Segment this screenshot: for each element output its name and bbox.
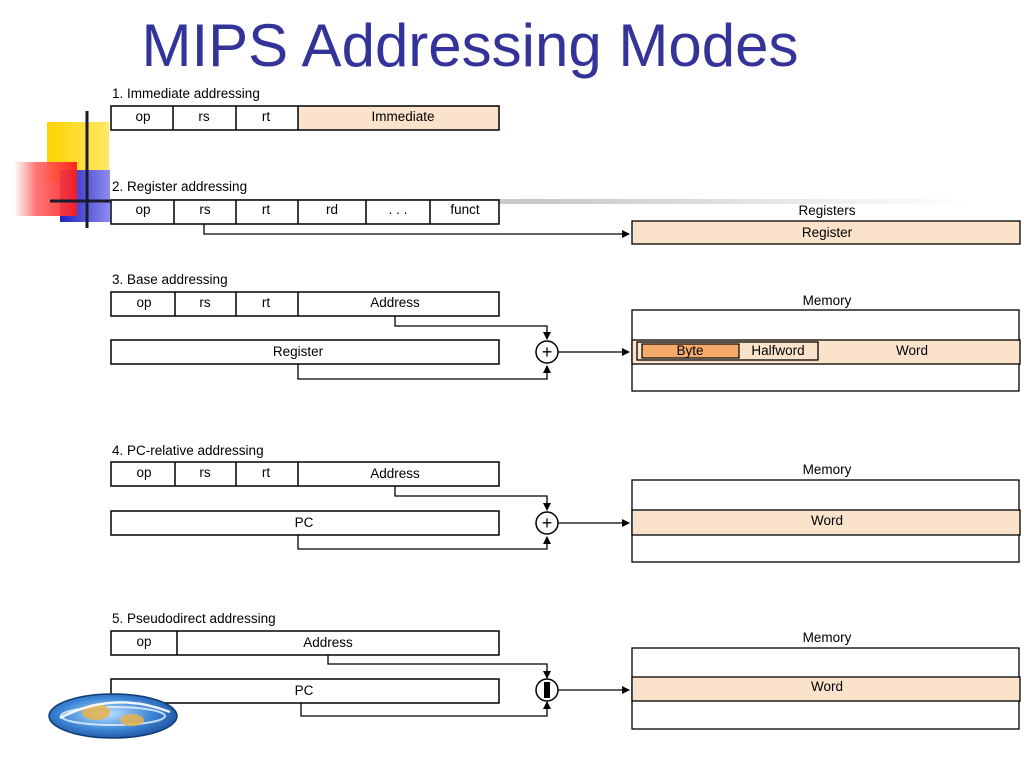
field-immediate: Immediate xyxy=(371,109,434,124)
mode-heading: 1. Immediate addressing xyxy=(112,86,260,101)
register-box xyxy=(110,339,500,365)
register-box-label: Register xyxy=(273,344,324,359)
university-globe-logo xyxy=(48,693,178,739)
register-cell-label: Register xyxy=(802,225,853,240)
deco-red-square xyxy=(14,162,77,216)
memory-word-row xyxy=(631,676,1021,702)
mode-heading: 3. Base addressing xyxy=(112,272,228,287)
mode-heading: 5. Pseudodirect addressing xyxy=(112,611,276,626)
adder-plus-icon: + xyxy=(542,513,553,533)
registers-title: Registers xyxy=(798,203,855,218)
address-to-concat-arrow xyxy=(327,655,551,679)
memory-title: Memory xyxy=(803,293,852,308)
pc-box xyxy=(110,510,500,536)
field-rd: rd xyxy=(326,202,338,217)
instruction-format xyxy=(110,291,500,317)
adder-plus-icon: + xyxy=(542,342,553,362)
mode-pc-relative: 4. PC-relative addressing op rs rt Addre… xyxy=(110,443,1021,563)
register-cell xyxy=(631,220,1021,245)
field-rt: rt xyxy=(262,202,270,217)
pc-to-concat-arrow xyxy=(300,701,551,717)
mode-immediate: 1. Immediate addressing op rs rt Immedia… xyxy=(110,86,500,131)
pc-to-adder-arrow xyxy=(297,535,551,550)
field-ellipsis: . . . xyxy=(389,202,408,217)
word-label: Word xyxy=(811,679,843,694)
word-label: Word xyxy=(811,513,843,528)
address-to-adder-arrow xyxy=(394,486,551,511)
immediate-field-fill xyxy=(298,106,499,130)
register-to-adder-arrow xyxy=(297,364,551,380)
mode-register: 2. Register addressing op rs rt rd . . .… xyxy=(110,179,1021,245)
instruction-format xyxy=(110,199,500,225)
address-to-adder-arrow xyxy=(394,316,551,340)
field-funct: funct xyxy=(450,202,480,217)
field-rt: rt xyxy=(262,465,270,480)
mode-base: 3. Base addressing op rs rt Address Regi… xyxy=(110,272,1021,392)
mode-heading: 4. PC-relative addressing xyxy=(112,443,264,458)
field-op: op xyxy=(136,295,151,310)
byte-box xyxy=(641,343,740,359)
slide-title: MIPS Addressing Modes xyxy=(141,12,799,79)
pc-box-label: PC xyxy=(295,683,314,698)
mode-pseudodirect: 5. Pseudodirect addressing op Address PC… xyxy=(110,611,1021,730)
field-address: Address xyxy=(303,635,353,650)
field-op: op xyxy=(136,634,151,649)
field-address: Address xyxy=(370,466,420,481)
memory-title: Memory xyxy=(803,630,852,645)
field-rs: rs xyxy=(199,202,210,217)
field-rs: rs xyxy=(198,109,209,124)
field-op: op xyxy=(135,202,150,217)
deco-rule xyxy=(110,199,970,204)
instruction-format xyxy=(110,105,500,131)
field-rt: rt xyxy=(262,109,270,124)
field-rs: rs xyxy=(199,295,210,310)
byte-label: Byte xyxy=(676,343,703,358)
memory-title: Memory xyxy=(803,462,852,477)
pc-box-label: PC xyxy=(295,515,314,530)
instruction-format xyxy=(110,461,500,487)
memory-word-row xyxy=(631,509,1021,536)
field-rs: rs xyxy=(199,465,210,480)
halfword-box xyxy=(636,341,819,361)
field-rt: rt xyxy=(262,295,270,310)
halfword-label: Halfword xyxy=(751,343,804,358)
field-op: op xyxy=(136,465,151,480)
concatenate-bar-icon xyxy=(544,682,550,698)
pc-box xyxy=(110,678,500,704)
mode-heading: 2. Register addressing xyxy=(112,179,247,194)
word-label: Word xyxy=(896,343,928,358)
rs-to-register-arrow xyxy=(203,224,630,238)
field-address: Address xyxy=(370,295,420,310)
instruction-format xyxy=(110,630,500,656)
field-op: op xyxy=(135,109,150,124)
